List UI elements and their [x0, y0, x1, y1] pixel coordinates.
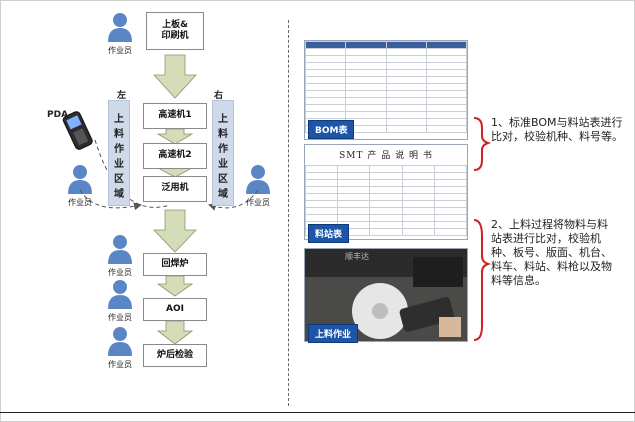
station-doc-title: SMT 产 品 说 明 书: [339, 151, 433, 161]
brace-1: [473, 117, 492, 171]
worker-icon-aoi: [108, 280, 132, 309]
worker-label-right: 作业员: [246, 198, 270, 207]
left-side-label: 左: [117, 91, 127, 101]
bottom-rule: [0, 412, 635, 413]
station-table-grid: [305, 165, 467, 236]
annotation-loading-compare: 2、上料过程将物料与料站表进行比对，校验机种、板号、版面、机台、料车、料站、料枪…: [491, 218, 612, 287]
right-dashed-path: [208, 189, 259, 211]
reflow-oven-box: 回焊炉: [143, 253, 207, 276]
right-side-label: 右: [214, 91, 224, 101]
bom-table-tag: BOM表: [308, 120, 355, 139]
board-printer-box: 上板& 印刷机: [146, 12, 204, 50]
worker-icon-post: [108, 327, 132, 356]
center-divider: [288, 20, 289, 406]
pda-device-icon: [62, 111, 93, 150]
worker-label-left: 作业员: [68, 198, 92, 207]
worker-icon-reflow: [108, 235, 132, 264]
left-zone-label: 上料作业区域: [114, 114, 124, 200]
worker-icon-left-mid: [68, 165, 92, 194]
worker-label-aoi: 作业员: [108, 313, 132, 322]
worker-label-reflow: 作业员: [108, 268, 132, 277]
high-speed-machine-2-box: 高速机2: [143, 143, 207, 169]
left-dashed-path: [79, 189, 142, 211]
loading-photo-illustration: [305, 249, 467, 341]
loading-photo-panel: 顺丰达: [304, 248, 468, 342]
annotation-bom-compare: 1、标准BOM与料站表进行比对，校验机种、料号等。: [491, 116, 623, 143]
machine-sign: 顺丰达: [345, 252, 369, 261]
worker-icon-right-mid: [246, 165, 270, 194]
post-oven-check-box: 炉后检验: [143, 344, 207, 367]
general-purpose-machine-box: 泛用机: [143, 176, 207, 202]
left-loading-zone: [108, 100, 130, 206]
worker-label-top: 作业员: [108, 46, 132, 55]
right-zone-label: 上料作业区域: [218, 114, 228, 200]
pda-label: PDA: [47, 110, 69, 120]
station-table-panel: SMT 产 品 说 明 书: [304, 144, 468, 240]
right-loading-zone: [212, 100, 234, 206]
worker-icon-top: [108, 13, 132, 42]
worker-label-post: 作业员: [108, 360, 132, 369]
aoi-box: AOI: [143, 298, 207, 321]
brace-2: [473, 219, 492, 341]
loading-operation-tag: 上料作业: [308, 324, 359, 343]
bom-table-panel: [304, 40, 468, 140]
station-table-tag: 料站表: [308, 224, 350, 243]
high-speed-machine-1-box: 高速机1: [143, 103, 207, 129]
